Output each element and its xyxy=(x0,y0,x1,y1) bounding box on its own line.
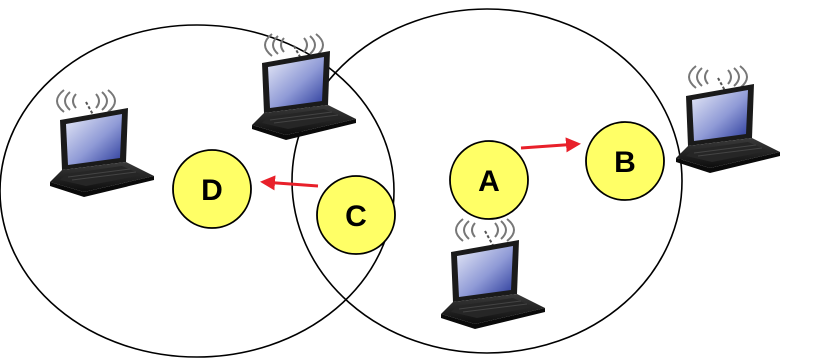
node-c-label: C xyxy=(345,200,367,233)
node-d: D xyxy=(172,149,252,229)
laptop-icon xyxy=(49,89,155,198)
arrow-c-to-d xyxy=(260,175,319,191)
node-c: C xyxy=(316,175,396,255)
node-a-label: A xyxy=(478,165,500,198)
arrow-a-to-b xyxy=(520,137,581,153)
laptop-icon xyxy=(440,218,546,330)
laptop-icon xyxy=(675,65,781,174)
range-circle-right xyxy=(291,8,683,354)
node-b-label: B xyxy=(614,146,636,179)
laptop-icon xyxy=(251,33,357,141)
node-a: A xyxy=(449,140,529,220)
node-b: B xyxy=(585,121,665,201)
node-d-label: D xyxy=(201,174,223,207)
range-circle-left xyxy=(0,24,395,358)
